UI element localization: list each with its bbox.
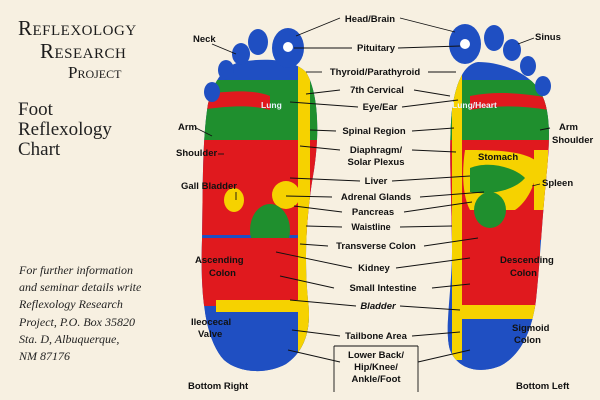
- contact-line: Reflexology Research: [19, 297, 123, 312]
- label-lung-right: Lung: [261, 100, 282, 110]
- label-eye-ear: Eye/Ear: [363, 102, 398, 113]
- caption-bottom-left: Bottom Left: [516, 381, 570, 392]
- contact-info: For further information and seminar deta…: [19, 262, 194, 365]
- left-toe: [535, 76, 551, 96]
- label-ileocecal-valve: Valve: [198, 329, 222, 340]
- left-foot: Lung/Heart: [447, 24, 551, 370]
- org-logo: Reflexology Research Project: [18, 16, 188, 82]
- label-spleen: Spleen: [542, 178, 573, 189]
- label-arm-right: Arm: [178, 122, 197, 133]
- label-tailbone: Tailbone Area: [345, 331, 407, 342]
- chart-title-line: Chart: [18, 139, 61, 160]
- label-neck: Neck: [193, 34, 216, 45]
- label-transverse-colon: Transverse Colon: [336, 241, 416, 252]
- right-toe: [232, 43, 250, 65]
- right-foot-labels: Neck Arm Shoulder Gall Bladder Ascending…: [176, 34, 249, 392]
- label-shoulder-right: Shoulder: [176, 148, 217, 159]
- label-shoulder-left: Shoulder: [552, 135, 593, 146]
- label-solar-plexus: Solar Plexus: [347, 157, 404, 168]
- contact-line: Sta. D, Albuquerque,: [19, 331, 120, 346]
- label-thyroid: Thyroid/Parathyroid: [330, 67, 420, 78]
- label-liver: Liver: [365, 176, 388, 187]
- label-head-brain: Head/Brain: [345, 14, 395, 25]
- org-name-line2: Research: [40, 39, 127, 63]
- chart-title-line: Reflexology: [18, 119, 112, 140]
- label-hip-knee: Hip/Knee/: [354, 362, 398, 373]
- label-waistline: Waistline: [351, 222, 390, 232]
- label-stomach: Stomach: [478, 152, 518, 163]
- label-diaphragm: Diaphragm/: [350, 145, 403, 156]
- label-ascending-colon: Colon: [209, 268, 236, 279]
- right-pituitary-dot: [283, 42, 293, 52]
- contact-line: and seminar details write: [19, 280, 142, 295]
- contact-line: For further information: [19, 263, 134, 277]
- chart-title: Foot Reflexology Chart: [18, 100, 112, 160]
- left-toe: [484, 25, 504, 51]
- label-ileocecal: Ileocecal: [191, 317, 231, 328]
- center-labels: Head/Brain Pituitary Thyroid/Parathyroid…: [330, 14, 420, 385]
- left-toe: [520, 56, 536, 76]
- label-ankle-foot: Ankle/Foot: [351, 374, 401, 385]
- right-toe: [248, 29, 268, 55]
- contact-line: NM 87176: [19, 349, 70, 364]
- contact-line: Project, P.O. Box 35820: [19, 314, 135, 329]
- label-kidney: Kidney: [358, 263, 390, 274]
- label-descending-colon: Colon: [510, 268, 537, 279]
- org-name-line3: Project: [68, 63, 122, 82]
- right-toe: [204, 82, 220, 102]
- caption-bottom-right: Bottom Right: [188, 381, 249, 392]
- left-pituitary-dot: [460, 39, 470, 49]
- label-arm-left: Arm: [559, 122, 578, 133]
- label-descending: Descending: [500, 255, 554, 266]
- right-toe: [218, 60, 234, 80]
- label-pituitary: Pituitary: [357, 43, 396, 54]
- label-small-intestine: Small Intestine: [349, 283, 416, 294]
- label-pancreas: Pancreas: [352, 207, 394, 218]
- label-sinus: Sinus: [535, 32, 561, 43]
- label-ascending: Ascending: [195, 255, 244, 266]
- left-foot-labels: Sinus Arm Shoulder Stomach Spleen Descen…: [478, 32, 593, 392]
- left-toe: [503, 39, 521, 61]
- org-name-line1: Reflexology: [18, 16, 137, 40]
- label-cervical: 7th Cervical: [350, 85, 404, 96]
- label-sigmoid-colon: Colon: [514, 335, 541, 346]
- label-adrenal: Adrenal Glands: [341, 192, 411, 203]
- right-foot: Lung: [201, 28, 318, 372]
- label-sigmoid: Sigmoid: [512, 323, 550, 334]
- chart-title-line: Foot: [18, 99, 53, 120]
- label-lung-heart: Lung/Heart: [452, 100, 497, 110]
- label-bladder: Bladder: [360, 301, 397, 312]
- leader-lines: [275, 17, 485, 392]
- label-gall-bladder: Gall Bladder: [181, 181, 237, 192]
- label-spinal: Spinal Region: [342, 126, 406, 137]
- label-lower-back: Lower Back/: [348, 350, 404, 361]
